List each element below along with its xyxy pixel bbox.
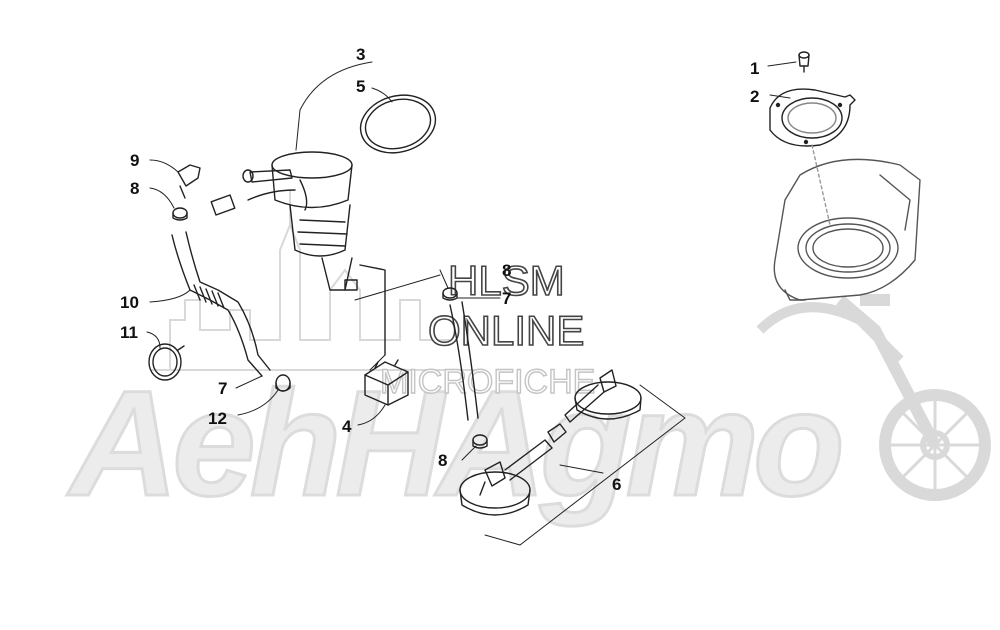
callout-7b: 7 xyxy=(502,289,511,308)
part-clamp-left xyxy=(172,207,188,221)
callout-6: 6 xyxy=(612,475,621,494)
part-fuel-tank xyxy=(773,144,921,301)
watermark-skyline xyxy=(169,222,450,370)
watermark-tank xyxy=(756,302,904,364)
part-sender-lower xyxy=(459,423,567,516)
part-flange-plate xyxy=(769,88,856,147)
callout-labels: 1 2 3 5 9 8 10 11 7 12 4 8 7 8 6 xyxy=(120,45,759,494)
callout-10: 10 xyxy=(120,293,139,312)
watermark-line1: HLSM xyxy=(448,257,565,304)
callout-7a: 7 xyxy=(218,379,227,398)
watermark-line3: MICROFICHE xyxy=(380,363,595,401)
callout-12: 12 xyxy=(208,409,227,428)
part-elbow-fitting xyxy=(177,164,201,199)
part-hose-clamp xyxy=(148,343,185,381)
part-hose xyxy=(171,231,271,377)
part-fuel-pump xyxy=(210,151,386,356)
callout-8a: 8 xyxy=(130,179,139,198)
callout-2: 2 xyxy=(750,87,759,106)
callout-1: 1 xyxy=(750,59,759,78)
part-module xyxy=(364,359,409,406)
part-clamp-small xyxy=(275,374,291,392)
part-sender-upper xyxy=(564,369,642,423)
callout-4: 4 xyxy=(342,417,352,436)
callout-9: 9 xyxy=(130,151,139,170)
callout-11: 11 xyxy=(120,323,138,342)
part-center-hose xyxy=(442,287,488,449)
watermark-brand: AehHAgmo xyxy=(65,358,848,529)
watermark-hlsm: HLSM ONLINE MICROFICHE xyxy=(379,256,596,402)
watermark-spokes xyxy=(885,395,985,495)
watermark-line2: ONLINE xyxy=(428,307,584,354)
leader-lines xyxy=(146,61,797,546)
callout-3: 3 xyxy=(356,45,365,64)
callout-8b: 8 xyxy=(502,261,511,280)
part-o-ring xyxy=(359,94,437,154)
part-screw xyxy=(798,51,810,73)
watermark-brand-text: AehHAgmo xyxy=(66,359,840,527)
callout-8c: 8 xyxy=(438,451,447,470)
callout-5: 5 xyxy=(356,77,365,96)
